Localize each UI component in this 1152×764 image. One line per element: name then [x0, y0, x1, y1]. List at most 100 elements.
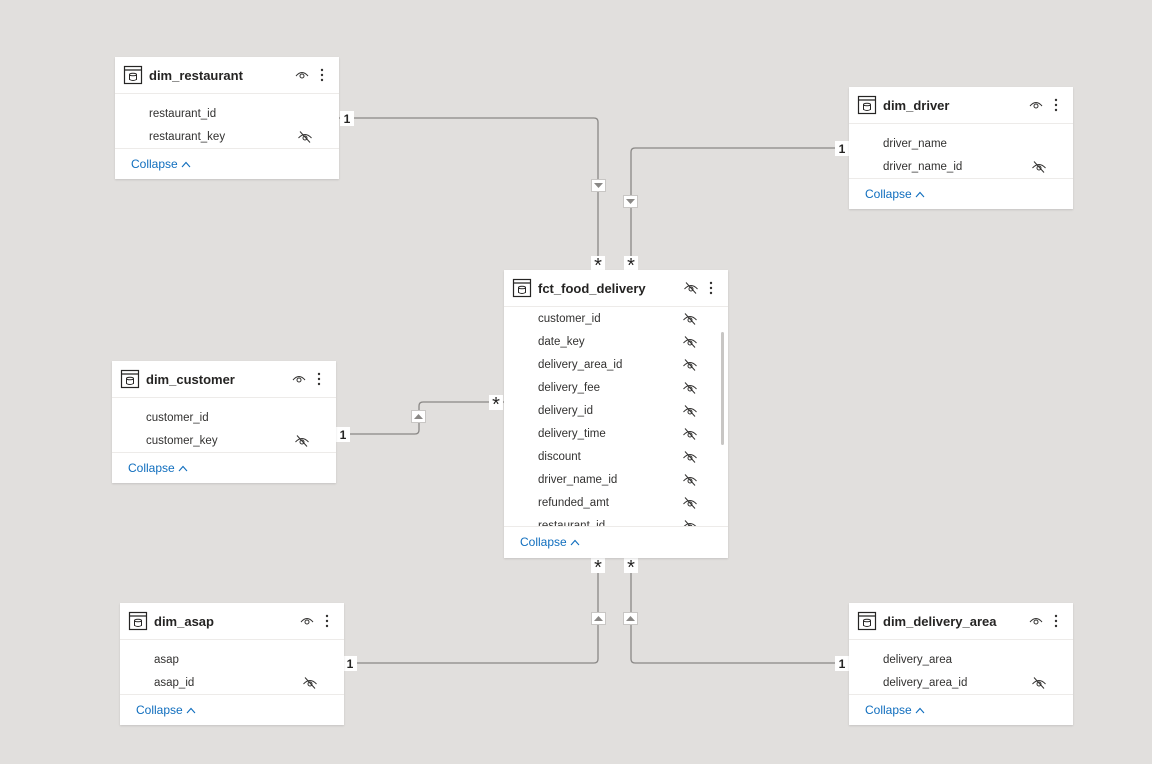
field-row[interactable]: customer_id — [504, 307, 728, 330]
eye-hidden-icon[interactable] — [682, 473, 698, 487]
collapse-label: Collapse — [520, 535, 567, 549]
chevron-up-icon — [570, 539, 580, 545]
eye-icon[interactable] — [1027, 96, 1045, 114]
field-name: asap_id — [154, 676, 195, 689]
table-card-header[interactable]: dim_customer — [112, 361, 336, 398]
table-title: dim_asap — [154, 613, 214, 629]
field-row[interactable]: refunded_amt — [504, 491, 728, 514]
field-row[interactable]: asap_id — [120, 671, 344, 694]
eye-icon[interactable] — [1027, 612, 1045, 630]
field-row[interactable]: date_key — [504, 330, 728, 353]
table-title: fct_food_delivery — [538, 280, 646, 296]
field-name: customer_id — [146, 411, 209, 424]
collapse-button[interactable]: Collapse — [865, 703, 925, 717]
field-list: customer_id customer_key — [112, 398, 336, 452]
field-name: driver_name_id — [538, 473, 618, 486]
field-row[interactable]: driver_name_id — [504, 468, 728, 491]
field-row[interactable]: customer_key — [112, 429, 336, 452]
scrollbar-thumb[interactable] — [721, 332, 724, 445]
collapse-button[interactable]: Collapse — [128, 461, 188, 475]
table-card-header[interactable]: fct_food_delivery — [504, 270, 728, 307]
filter-direction-icon[interactable] — [623, 612, 638, 625]
more-vertical-icon[interactable] — [318, 612, 336, 630]
eye-hidden-icon[interactable] — [682, 519, 698, 526]
eye-hidden-icon[interactable] — [302, 676, 318, 690]
eye-hidden-icon[interactable] — [682, 335, 698, 349]
filter-direction-icon[interactable] — [623, 195, 638, 208]
more-vertical-icon[interactable] — [1047, 612, 1065, 630]
field-row[interactable]: delivery_area — [849, 648, 1073, 671]
table-card-header[interactable]: dim_restaurant — [115, 57, 339, 94]
field-row[interactable]: delivery_id — [504, 399, 728, 422]
eye-hidden-icon[interactable] — [682, 496, 698, 510]
field-name: restaurant_id — [149, 107, 217, 120]
collapse-button[interactable]: Collapse — [136, 703, 196, 717]
eye-hidden-icon[interactable] — [682, 404, 698, 418]
more-vertical-icon[interactable] — [310, 370, 328, 388]
more-vertical-icon[interactable] — [702, 279, 720, 297]
table-card-header[interactable]: dim_delivery_area — [849, 603, 1073, 640]
eye-hidden-icon[interactable] — [297, 130, 313, 144]
eye-hidden-icon[interactable] — [1031, 676, 1047, 690]
table-card-header[interactable]: dim_asap — [120, 603, 344, 640]
eye-hidden-icon[interactable] — [682, 427, 698, 441]
field-row[interactable]: customer_id — [112, 406, 336, 429]
chevron-up-icon — [915, 707, 925, 713]
field-name: driver_name_id — [883, 160, 963, 173]
eye-hidden-icon[interactable] — [682, 279, 700, 297]
filter-direction-icon[interactable] — [591, 612, 606, 625]
field-row[interactable]: discount — [504, 445, 728, 468]
eye-hidden-icon[interactable] — [682, 312, 698, 326]
field-row[interactable]: asap — [120, 648, 344, 671]
relationship-line-driver — [630, 147, 849, 270]
table-card-dim-driver[interactable]: dim_driver driver_name driver_name_id Co… — [849, 87, 1073, 209]
field-row[interactable]: driver_name_id — [849, 155, 1073, 178]
field-name: delivery_area — [883, 653, 953, 666]
field-row[interactable]: driver_name — [849, 132, 1073, 155]
relationship-line-restaurant — [339, 117, 599, 270]
field-name: delivery_time — [538, 427, 606, 440]
collapse-button[interactable]: Collapse — [865, 187, 925, 201]
field-row[interactable]: restaurant_key — [115, 125, 339, 148]
eye-hidden-icon[interactable] — [682, 381, 698, 395]
field-row[interactable]: delivery_area_id — [504, 353, 728, 376]
chevron-up-icon — [181, 161, 191, 167]
eye-hidden-icon[interactable] — [682, 450, 698, 464]
eye-icon[interactable] — [290, 370, 308, 388]
eye-hidden-icon[interactable] — [1031, 160, 1047, 174]
eye-icon[interactable] — [298, 612, 316, 630]
table-card-header[interactable]: dim_driver — [849, 87, 1073, 124]
relationship-line-delivery-area — [630, 557, 849, 664]
field-row[interactable]: delivery_area_id — [849, 671, 1073, 694]
eye-icon[interactable] — [293, 66, 311, 84]
filter-direction-icon[interactable] — [591, 179, 606, 192]
cardinality-one-label: 1 — [340, 111, 354, 126]
field-row[interactable]: restaurant_id — [504, 514, 728, 526]
field-name: customer_id — [538, 312, 601, 325]
filter-direction-icon[interactable] — [411, 410, 426, 423]
collapse-button[interactable]: Collapse — [131, 157, 191, 171]
chevron-up-icon — [915, 191, 925, 197]
field-row[interactable]: restaurant_id — [115, 102, 339, 125]
collapse-label: Collapse — [865, 703, 912, 717]
eye-hidden-icon[interactable] — [682, 358, 698, 372]
table-card-dim-restaurant[interactable]: dim_restaurant restaurant_id restaurant_… — [115, 57, 339, 179]
field-name: customer_key — [146, 434, 218, 447]
table-card-dim-asap[interactable]: dim_asap asap asap_id Collapse — [120, 603, 344, 725]
table-card-dim-delivery-area[interactable]: dim_delivery_area delivery_area delivery… — [849, 603, 1073, 725]
chevron-up-icon — [178, 465, 188, 471]
table-icon — [128, 611, 148, 631]
field-row[interactable]: delivery_time — [504, 422, 728, 445]
collapse-button[interactable]: Collapse — [520, 535, 580, 549]
more-vertical-icon[interactable] — [313, 66, 331, 84]
field-row[interactable]: delivery_fee — [504, 376, 728, 399]
table-title: dim_delivery_area — [883, 613, 997, 629]
cardinality-one-label: 1 — [835, 656, 849, 671]
table-title: dim_customer — [146, 371, 235, 387]
table-card-dim-customer[interactable]: dim_customer customer_id customer_key Co… — [112, 361, 336, 483]
more-vertical-icon[interactable] — [1047, 96, 1065, 114]
eye-hidden-icon[interactable] — [294, 434, 310, 448]
